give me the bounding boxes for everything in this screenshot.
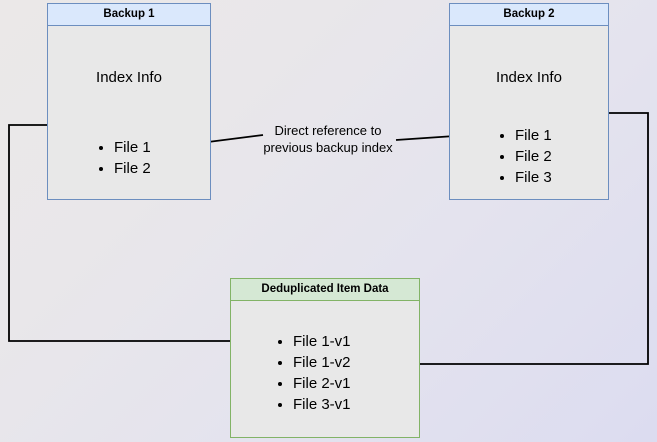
deduplicated-item-data-body: File 1-v1 File 1-v2 File 2-v1 File 3-v1 <box>231 301 419 437</box>
backup-1-file-list: File 1 File 2 <box>98 139 151 177</box>
list-item: File 2 <box>98 160 151 177</box>
list-item: File 3 <box>499 169 552 186</box>
backup-1-body: Index Info File 1 File 2 <box>48 26 210 199</box>
backup-2-body: Index Info File 1 File 2 File 3 <box>450 26 608 199</box>
backup-2-file-list: File 1 File 2 File 3 <box>499 127 552 186</box>
list-item: File 3-v1 <box>277 396 351 413</box>
list-item: File 1 <box>499 127 552 144</box>
list-item: File 2-v1 <box>277 375 351 392</box>
backup-1-header: Backup 1 <box>48 4 210 26</box>
list-item: File 1 <box>98 139 151 156</box>
deduplicated-file-list: File 1-v1 File 1-v2 File 2-v1 File 3-v1 <box>277 333 351 413</box>
backup-1-box[interactable]: Backup 1 Index Info File 1 File 2 <box>47 3 211 200</box>
backup-2-index-info-label: Index Info <box>496 69 562 86</box>
list-item: File 2 <box>499 148 552 165</box>
backup-2-header: Backup 2 <box>450 4 608 26</box>
direct-reference-caption: Direct reference to previous backup inde… <box>263 123 393 155</box>
backup-2-box[interactable]: Backup 2 Index Info File 1 File 2 File 3 <box>449 3 609 200</box>
list-item: File 1-v2 <box>277 354 351 371</box>
backup-1-index-info-label: Index Info <box>96 69 162 86</box>
deduplicated-item-data-box[interactable]: Deduplicated Item Data File 1-v1 File 1-… <box>230 278 420 438</box>
deduplicated-item-data-header: Deduplicated Item Data <box>231 279 419 301</box>
list-item: File 1-v1 <box>277 333 351 350</box>
